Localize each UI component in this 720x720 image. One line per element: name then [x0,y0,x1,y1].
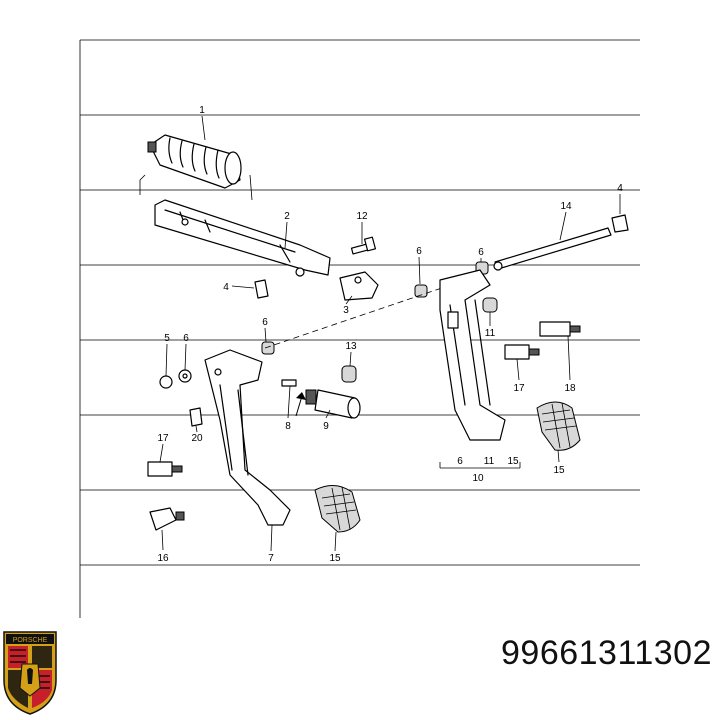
leader-lines [159,115,621,552]
part-switch-16 [149,507,185,531]
part-pedal-pad-15b [536,401,581,451]
callout-11b: 11 [484,456,495,467]
callout-6e: 6 [457,456,463,467]
part-clip-20 [189,407,203,427]
callout-1: 1 [199,105,205,116]
callout-4b: 4 [617,183,623,194]
part-bolt-8 [281,379,297,387]
bracket-lines [139,174,253,201]
part-nut-5 [159,375,173,389]
part-switch-17b [504,344,540,360]
part-boot [147,134,242,189]
callout-9: 9 [323,421,329,432]
crest-text: PORSCHE [13,637,48,644]
callout-8: 8 [285,421,291,432]
callout-12: 12 [356,211,368,222]
part-bushing-13 [341,365,357,383]
callout-6d: 6 [478,247,484,258]
part-cylinder-9 [305,389,361,419]
part-bracket-clip [339,271,379,301]
callout-7: 7 [268,553,274,564]
part-pedal-7 [204,349,291,526]
arrow-head-icon [296,392,306,400]
callout-4a: 4 [223,282,229,293]
part-pedal-10 [439,269,506,441]
part-switch-18 [539,321,581,337]
callout-18: 18 [564,383,576,394]
callout-17a: 17 [157,433,169,444]
callout-15a: 15 [329,553,341,564]
callout-14: 14 [560,201,572,212]
callout-16: 16 [157,553,169,564]
part-pedal-bracket [154,199,331,277]
callout-15c: 15 [507,456,519,467]
callout-6a: 6 [183,333,189,344]
callout-3: 3 [343,305,349,316]
callout-6c: 6 [416,246,422,257]
part-clip-4b [611,214,629,233]
arrow-shaft [295,395,303,417]
part-bolt-12 [350,236,377,255]
callout-6b: 6 [262,317,268,328]
callout-5: 5 [164,333,170,344]
part-bushing-11 [482,297,498,313]
callout-17b: 17 [513,383,525,394]
part-bushing-6a [414,284,428,298]
axis-dashed-line [264,274,481,349]
callout-15b: 15 [553,465,565,476]
callout-labels: 1 2 3 4 4 5 6 6 6 6 7 8 9 10 11 12 13 14… [157,105,623,564]
part-pedal-pad-15a [314,485,361,533]
part-clip-4a [254,279,269,299]
callout-20: 20 [191,433,203,444]
callout-13: 13 [345,341,357,352]
part-number: 99661311302 [501,634,712,672]
callout-10: 10 [472,473,484,484]
part-switch-17a [147,461,183,477]
porsche-crest-icon: PORSCHE [3,631,57,715]
part-bushing-6c [261,341,275,355]
callout-2: 2 [284,211,290,222]
diagram-frame [79,39,640,618]
part-shaft-14 [493,227,612,271]
callout-11a: 11 [485,328,496,339]
